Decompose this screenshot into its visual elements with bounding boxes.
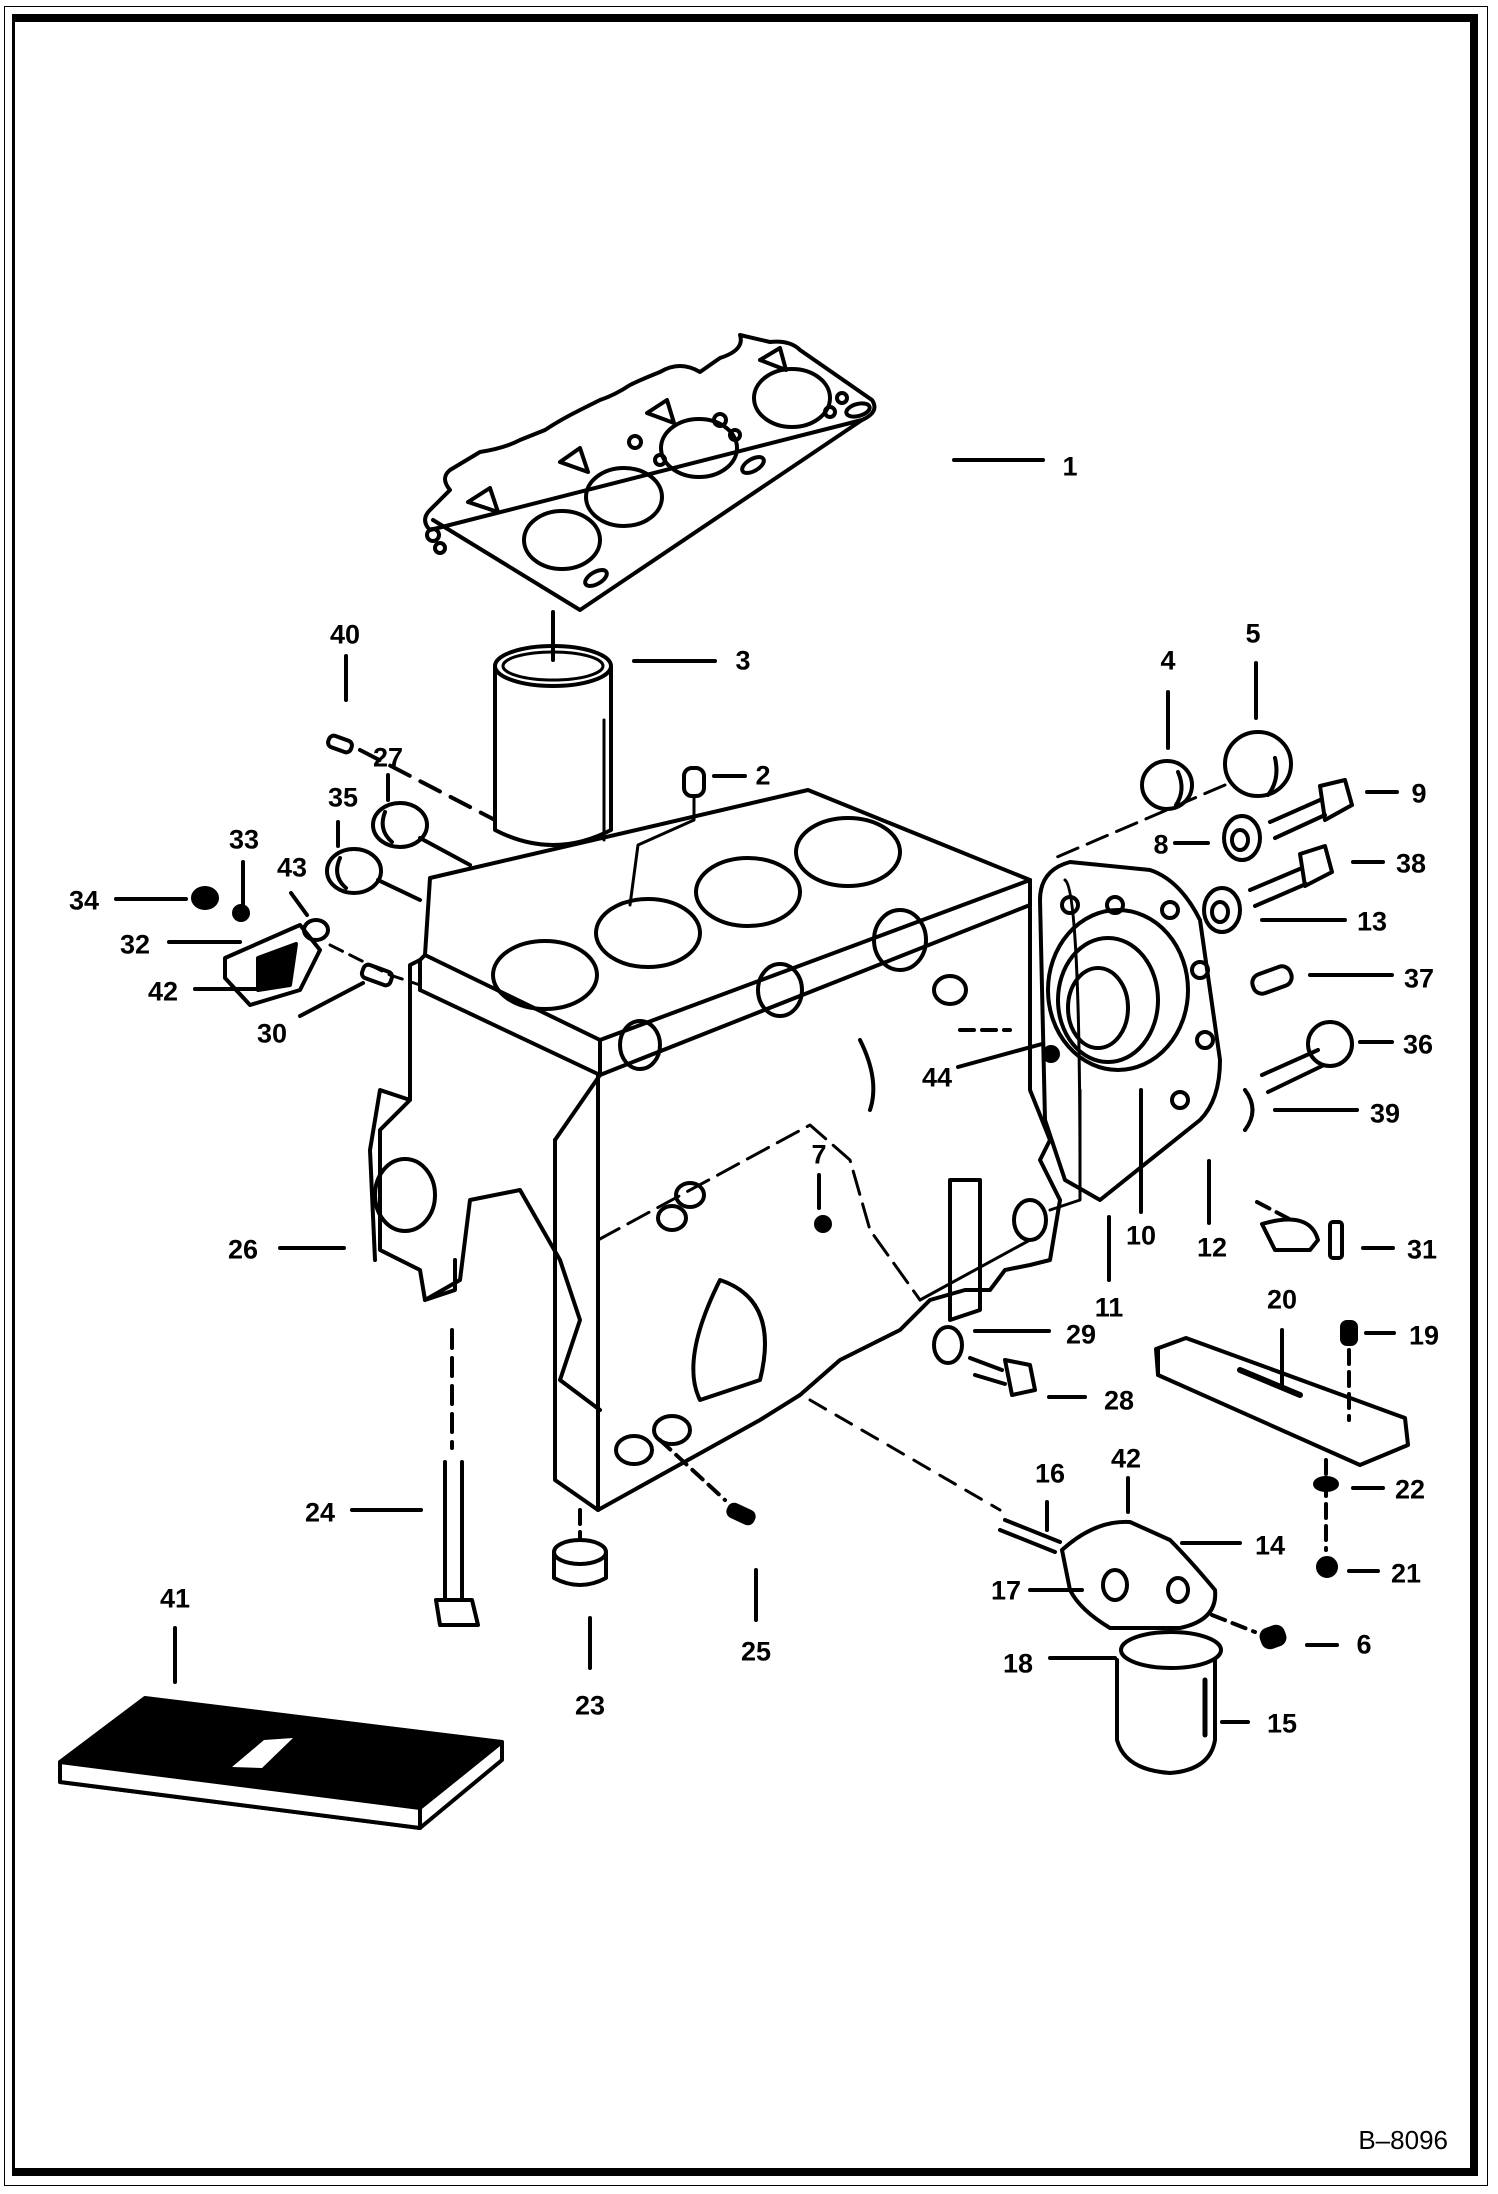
callout-39: 39 bbox=[1369, 1098, 1401, 1129]
dash-25 bbox=[658, 1438, 727, 1502]
callout-43: 43 bbox=[276, 852, 308, 883]
callout-10: 10 bbox=[1125, 1220, 1157, 1251]
bearing-case-drawing bbox=[1038, 860, 1222, 1212]
plug-25-drawing bbox=[726, 1502, 756, 1526]
plug-23-drawing bbox=[552, 1538, 608, 1587]
callout-14: 14 bbox=[1254, 1530, 1286, 1561]
callout-6: 6 bbox=[1356, 1629, 1372, 1660]
shim-plate-41-drawing bbox=[58, 1696, 504, 1830]
callout-22: 22 bbox=[1394, 1474, 1426, 1505]
callout-5: 5 bbox=[1245, 618, 1261, 649]
callout-19: 19 bbox=[1408, 1320, 1440, 1351]
leader-44 bbox=[956, 1042, 1044, 1069]
dash-5 bbox=[1048, 783, 1227, 862]
head-gasket-drawing bbox=[423, 333, 877, 612]
callout-1: 1 bbox=[1062, 451, 1078, 482]
page-frame bbox=[12, 14, 1478, 2176]
callout-28: 28 bbox=[1103, 1385, 1135, 1416]
callout-8: 8 bbox=[1153, 829, 1169, 860]
bolt-38-drawing bbox=[1202, 844, 1334, 934]
cylinder-liner-drawing bbox=[493, 644, 613, 847]
callout-33: 33 bbox=[228, 824, 260, 855]
callout-40: 40 bbox=[329, 619, 361, 650]
callout-41: 41 bbox=[159, 1583, 191, 1614]
callout-32: 32 bbox=[119, 929, 151, 960]
callout-12: 12 bbox=[1196, 1232, 1228, 1263]
callout-15: 15 bbox=[1266, 1708, 1298, 1739]
fitting-31-drawing bbox=[1260, 1217, 1344, 1260]
callout-11: 11 bbox=[1094, 1292, 1124, 1323]
cover-32-drawing bbox=[191, 886, 395, 1007]
plug-7-drawing bbox=[814, 1215, 832, 1233]
plug-5-drawing bbox=[1223, 730, 1293, 798]
callout-20: 20 bbox=[1266, 1284, 1298, 1315]
callout-29: 29 bbox=[1065, 1319, 1097, 1350]
bracket-20-drawing bbox=[1154, 1336, 1410, 1467]
callout-13: 13 bbox=[1356, 906, 1388, 937]
dash-27 bbox=[418, 836, 472, 867]
dash-35 bbox=[376, 878, 422, 902]
callout-17: 17 bbox=[990, 1575, 1022, 1606]
callout-38: 38 bbox=[1395, 848, 1427, 879]
callout-16: 16 bbox=[1034, 1458, 1066, 1489]
pin-40-drawing bbox=[326, 733, 354, 755]
plug-6-drawing bbox=[1259, 1624, 1287, 1650]
crankcase-drawing bbox=[368, 788, 1062, 1512]
bolt-28-drawing bbox=[968, 1356, 1037, 1397]
plug-27-drawing bbox=[371, 801, 429, 849]
leader-43 bbox=[289, 891, 309, 917]
callout-2: 2 bbox=[755, 760, 771, 791]
callout-44: 44 bbox=[921, 1062, 953, 1093]
dash-43 bbox=[328, 943, 422, 987]
bolt-9-drawing bbox=[1222, 778, 1354, 862]
dash-40 bbox=[358, 748, 497, 822]
callout-3: 3 bbox=[735, 645, 751, 676]
washer-29-drawing bbox=[932, 1325, 964, 1365]
callout-30: 30 bbox=[256, 1018, 288, 1049]
nut-44-drawing bbox=[1042, 1045, 1060, 1063]
callout-36: 36 bbox=[1402, 1029, 1434, 1060]
callout-42-right: 42 bbox=[1110, 1443, 1142, 1474]
callout-35: 35 bbox=[327, 782, 359, 813]
callout-27: 27 bbox=[372, 742, 404, 773]
callout-23: 23 bbox=[574, 1690, 606, 1721]
callout-9: 9 bbox=[1411, 778, 1427, 809]
bolt-24-drawing bbox=[434, 1460, 480, 1627]
callout-37: 37 bbox=[1403, 963, 1435, 994]
plug-35-drawing bbox=[325, 847, 383, 895]
pin-37-drawing bbox=[1250, 964, 1294, 996]
dash-31 bbox=[1255, 1200, 1297, 1224]
callout-4: 4 bbox=[1160, 645, 1176, 676]
filter-base-drawing bbox=[998, 1518, 1218, 1630]
bolt-21-drawing bbox=[1316, 1556, 1338, 1578]
dash-6 bbox=[1210, 1613, 1257, 1634]
bolt-36-drawing bbox=[1243, 1020, 1354, 1132]
page-outer-border bbox=[4, 6, 1488, 2186]
leader-30 bbox=[298, 981, 365, 1018]
callout-24: 24 bbox=[304, 1497, 336, 1528]
callout-21: 21 bbox=[1390, 1558, 1422, 1589]
callout-7: 7 bbox=[811, 1139, 827, 1170]
callout-25: 25 bbox=[740, 1636, 772, 1667]
callout-18: 18 bbox=[1002, 1648, 1034, 1679]
callout-42-left: 42 bbox=[147, 976, 179, 1007]
dash-16 bbox=[808, 1398, 1002, 1512]
callout-31: 31 bbox=[1406, 1234, 1438, 1265]
oil-filter-drawing bbox=[1115, 1630, 1223, 1775]
plug-19-drawing bbox=[1340, 1320, 1358, 1346]
dowel-pin-drawing bbox=[628, 766, 706, 907]
figure-id: B–8096 bbox=[1358, 2125, 1448, 2155]
callout-34: 34 bbox=[68, 885, 100, 916]
callout-26: 26 bbox=[227, 1234, 259, 1265]
